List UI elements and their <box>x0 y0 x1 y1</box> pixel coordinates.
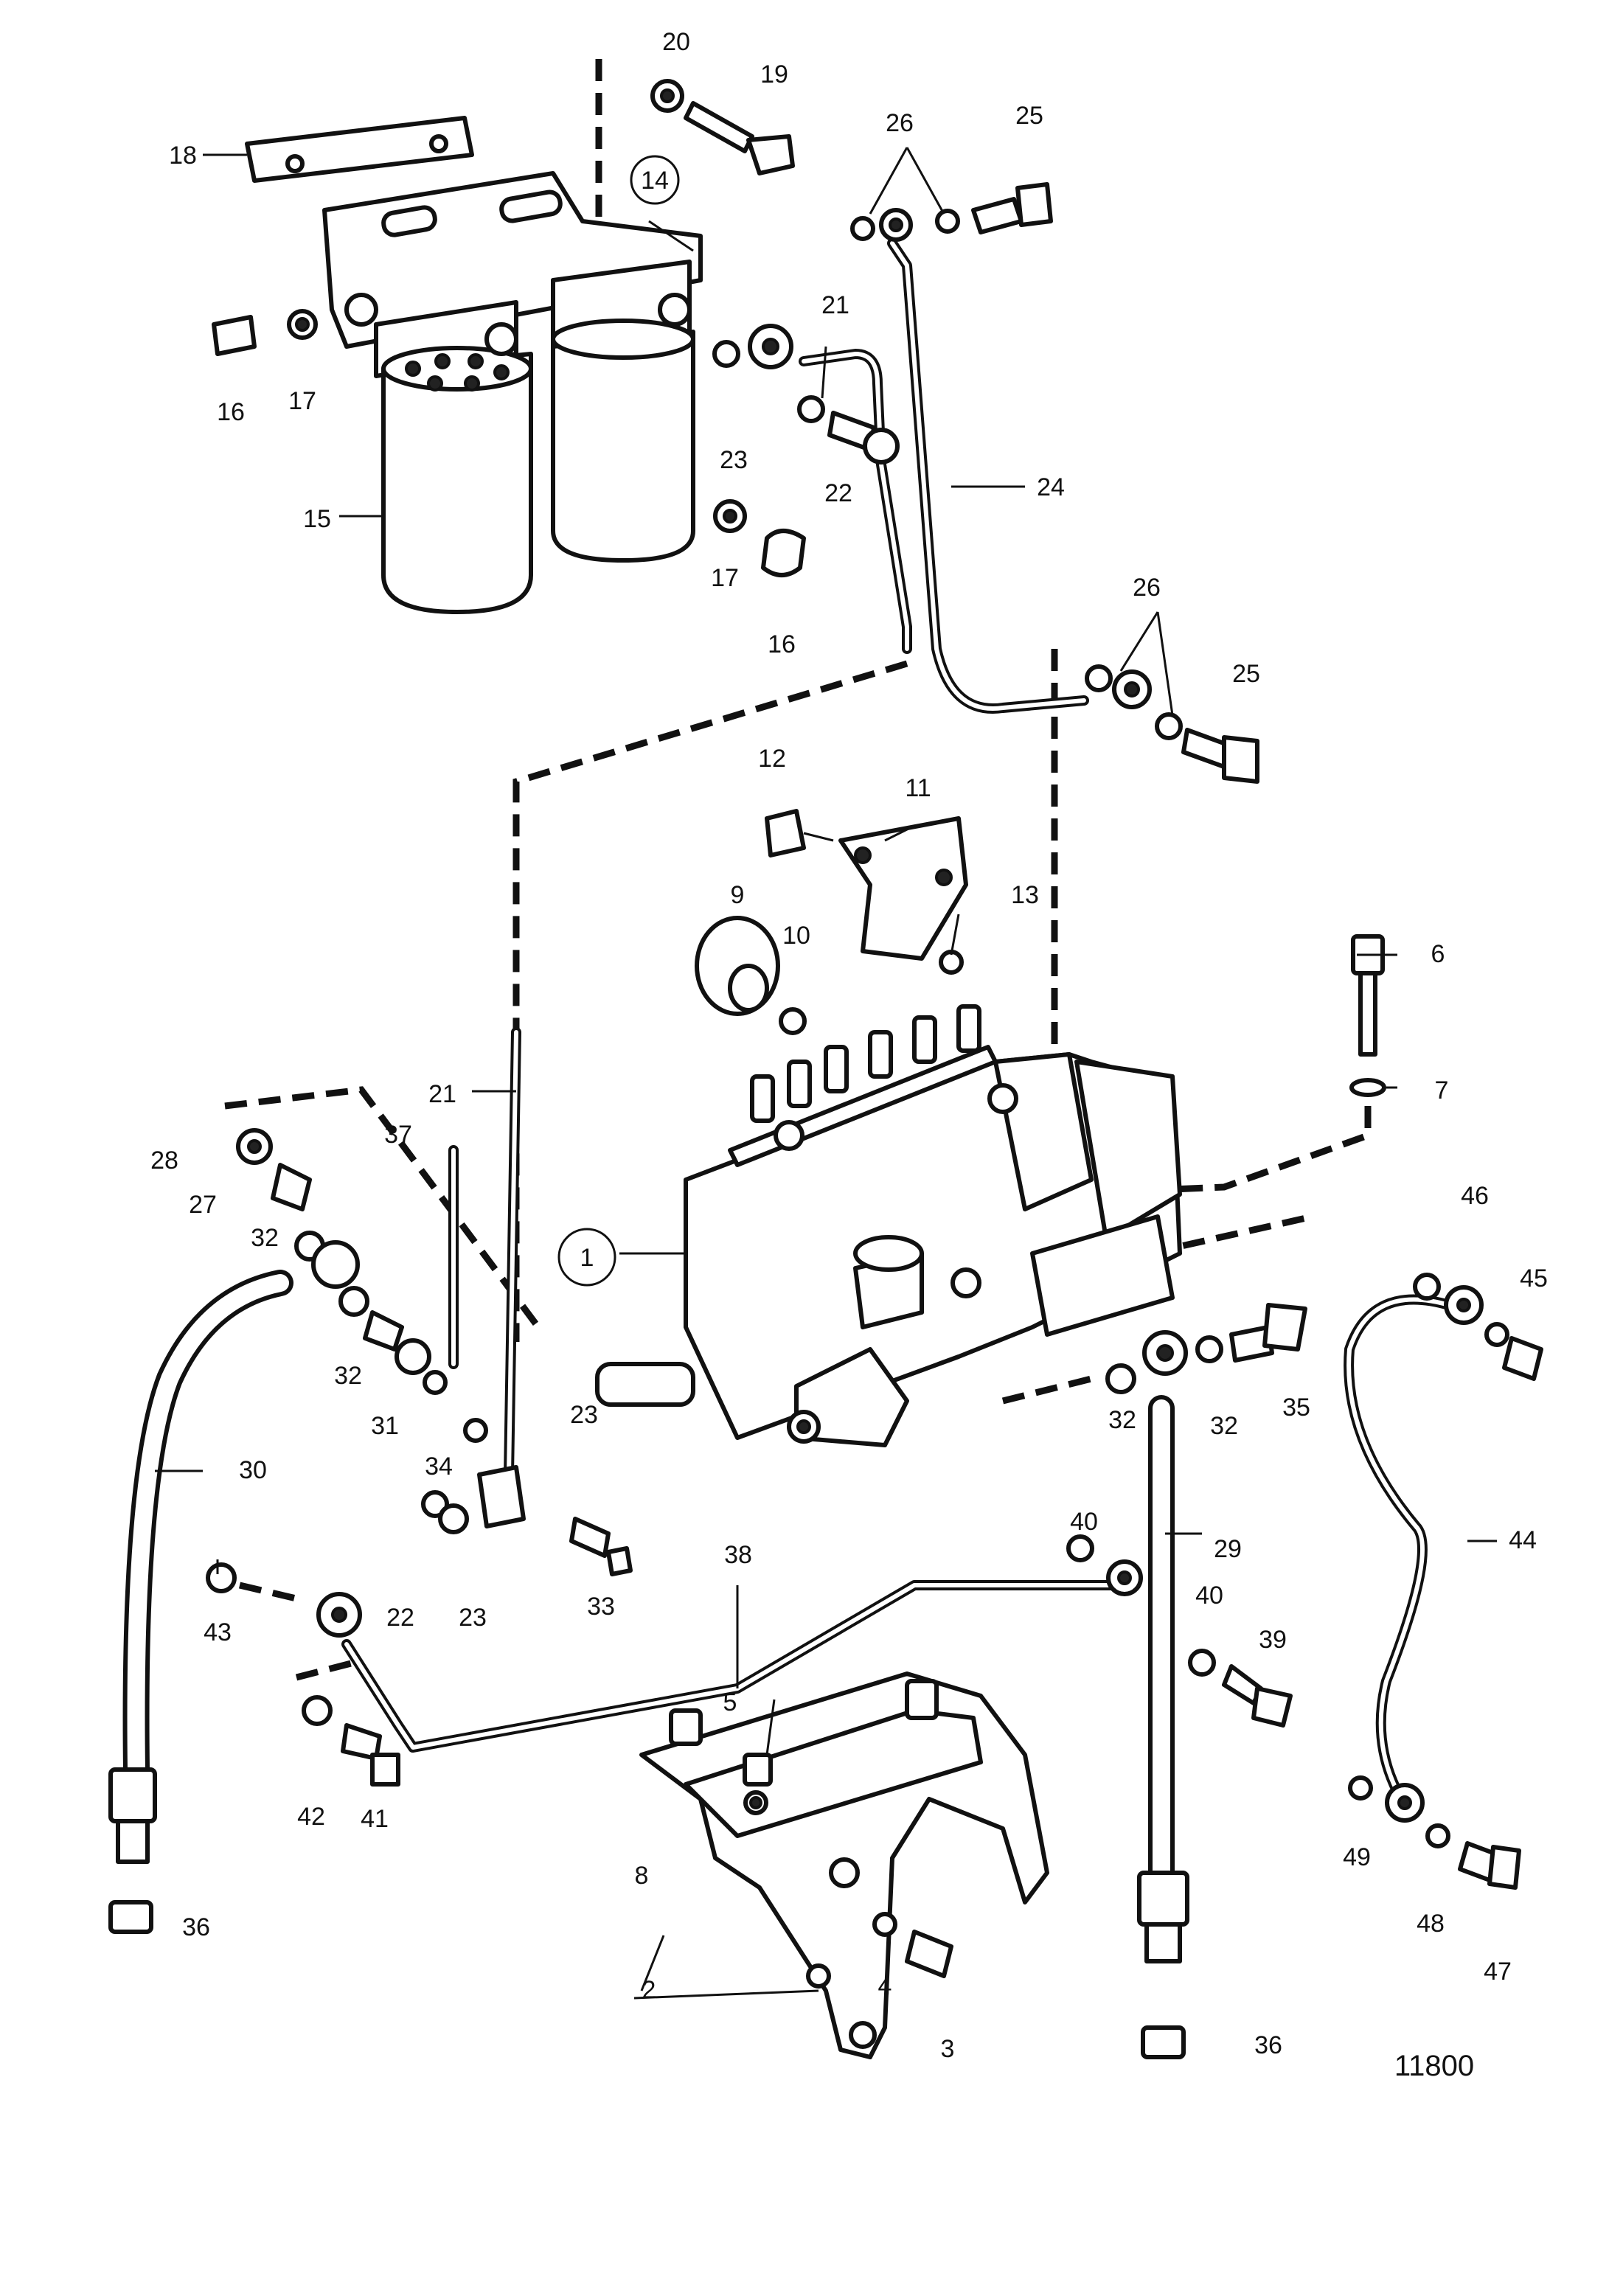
bolt-39-40 <box>1188 1649 1293 1728</box>
callout-23-top: 23 <box>720 446 748 474</box>
callout-16-right: 16 <box>768 630 796 658</box>
callout-25-mid: 25 <box>1232 660 1260 688</box>
callout-35: 35 <box>1282 1394 1310 1422</box>
filter-mounting-plate <box>245 116 474 183</box>
callout-17-right: 17 <box>711 564 739 592</box>
callout-40-right: 40 <box>1195 1582 1223 1610</box>
diagram-reference-number: 11800 <box>1394 2050 1474 2082</box>
callout-21-top: 21 <box>821 291 849 319</box>
callout-36-right: 36 <box>1254 2031 1282 2059</box>
pump-mounting-bracket <box>639 1671 1049 2059</box>
callout-4: 4 <box>878 1972 892 2000</box>
callout-28: 28 <box>150 1147 178 1175</box>
callout-2: 2 <box>642 1976 656 2004</box>
callout-6: 6 <box>1431 940 1445 968</box>
callout-circle-1 <box>557 1228 616 1287</box>
bolt-6 <box>1349 934 1386 1097</box>
callout-48: 48 <box>1417 1910 1445 1938</box>
callout-39: 39 <box>1259 1626 1287 1654</box>
callout-43: 43 <box>204 1618 232 1646</box>
callout-18: 18 <box>169 142 197 170</box>
pump-cap <box>695 916 807 1035</box>
banjo-fitting-22-23 <box>712 324 900 465</box>
callout-26-top: 26 <box>886 109 914 137</box>
callout-32-d: 32 <box>1210 1412 1238 1440</box>
callout-13: 13 <box>1011 881 1039 909</box>
callout-1: 1 <box>580 1244 594 1272</box>
callout-26-mid: 26 <box>1133 574 1161 602</box>
callout-24: 24 <box>1037 473 1065 501</box>
callout-29: 29 <box>1214 1535 1242 1563</box>
callout-circle-14 <box>630 155 680 205</box>
callout-8: 8 <box>635 1862 649 1890</box>
callout-22-bottom: 22 <box>386 1604 414 1632</box>
callout-10: 10 <box>782 922 810 950</box>
callout-42: 42 <box>297 1803 325 1831</box>
callout-31: 31 <box>371 1412 399 1440</box>
fuel-hose-29 <box>1105 1303 1307 2059</box>
callout-23-mid: 23 <box>570 1401 598 1429</box>
fuel-line-24 <box>887 238 1089 714</box>
banjo-fitting-top <box>850 182 1053 242</box>
callout-27: 27 <box>189 1191 217 1219</box>
callout-22-top: 22 <box>824 479 852 507</box>
callout-19: 19 <box>760 60 788 88</box>
fuel-line-44 <box>1344 1273 1543 1890</box>
stop-bracket <box>765 809 968 975</box>
callout-12: 12 <box>758 745 786 773</box>
fuel-injection-pump <box>595 1004 1182 1447</box>
fuel-hose-30 <box>108 1270 293 1934</box>
callout-49: 49 <box>1343 1843 1371 1871</box>
callout-33: 33 <box>587 1593 615 1621</box>
callout-20: 20 <box>662 28 690 56</box>
callout-23-bottom: 23 <box>459 1604 487 1632</box>
callout-21-mid: 21 <box>428 1080 456 1108</box>
fuel-line-21-lower <box>421 1027 526 1534</box>
callout-47: 47 <box>1484 1958 1512 1986</box>
callout-44: 44 <box>1509 1526 1537 1554</box>
callout-32-a: 32 <box>251 1224 279 1252</box>
callout-41: 41 <box>361 1805 389 1833</box>
leader-lines <box>155 147 1497 2000</box>
callout-32-b: 32 <box>334 1362 362 1390</box>
callout-30: 30 <box>239 1456 267 1484</box>
callout-9: 9 <box>731 881 745 909</box>
fuel-filter-canister-left <box>381 346 533 614</box>
callout-46: 46 <box>1461 1182 1489 1210</box>
top-bolt-assembly <box>650 79 795 175</box>
fuel-filter-canister-right <box>551 319 695 563</box>
callout-3: 3 <box>941 2035 955 2063</box>
left-fitting-group <box>236 1128 633 1576</box>
filter-fittings <box>212 293 806 577</box>
callout-45: 45 <box>1520 1264 1548 1293</box>
callout-34: 34 <box>425 1453 453 1481</box>
callout-38: 38 <box>724 1541 752 1569</box>
callout-37: 37 <box>384 1121 412 1149</box>
callout-32-c: 32 <box>1108 1406 1136 1434</box>
callout-25-top: 25 <box>1015 102 1043 130</box>
callout-5: 5 <box>723 1688 737 1716</box>
callout-17-left: 17 <box>288 387 316 415</box>
callout-16-left: 16 <box>217 398 245 426</box>
callout-14: 14 <box>641 167 669 195</box>
banjo-fitting-mid <box>1085 664 1259 784</box>
callout-40-left: 40 <box>1070 1508 1098 1536</box>
callout-labels: 1 14 2 3 4 5 6 7 8 9 10 11 12 13 15 16 1… <box>150 28 1548 2082</box>
fuel-filter-head <box>322 171 703 378</box>
callout-15: 15 <box>303 505 331 533</box>
callout-36-left: 36 <box>182 1913 210 1941</box>
fuel-line-38 <box>206 1534 1143 1787</box>
callout-11: 11 <box>905 774 931 802</box>
callout-7: 7 <box>1435 1076 1449 1104</box>
